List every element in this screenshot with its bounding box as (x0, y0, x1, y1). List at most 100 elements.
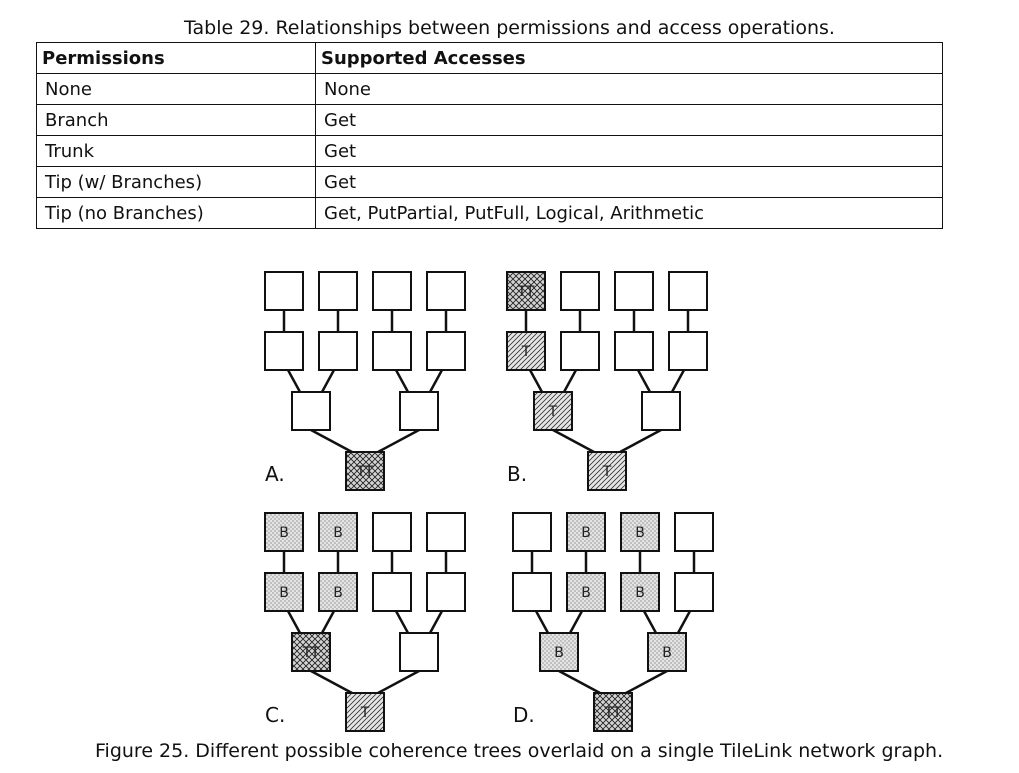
tree-node (264, 331, 304, 371)
tree-edge (320, 610, 336, 634)
node-label: TT (517, 284, 535, 300)
table-header-row: Permissions Supported Accesses (36, 42, 943, 74)
table-row: Tip (no Branches) Get, PutPartial, PutFu… (36, 197, 943, 229)
tree-node (560, 331, 600, 371)
tree-node (426, 331, 466, 371)
tree-node (399, 632, 439, 672)
node-label: B (279, 525, 289, 541)
tree-node: T (533, 391, 573, 431)
cell-accesses: Get (315, 135, 943, 167)
node-label: B (333, 585, 343, 601)
tree-node (614, 331, 654, 371)
coherence-tree: B B B B B B TT D. (512, 512, 714, 732)
tree-node (674, 572, 714, 612)
tree-edge (625, 669, 668, 695)
node-label: B (554, 645, 564, 661)
tree-node: B (566, 572, 606, 612)
tree-node: B (566, 512, 606, 552)
tree-node (372, 331, 412, 371)
table-caption: Table 29. Relationships between permissi… (184, 17, 835, 39)
tree-label: C. (265, 703, 285, 727)
node-label: B (333, 525, 343, 541)
tree-node (426, 572, 466, 612)
tree-label: B. (507, 462, 527, 486)
tree-node (512, 512, 552, 552)
tree-node: TT (506, 271, 546, 311)
tree-edge (642, 610, 658, 634)
tree-node: B (264, 572, 304, 612)
cell-accesses: Get, PutPartial, PutFull, Logical, Arith… (315, 197, 943, 229)
tree-node (641, 391, 681, 431)
tree-node: T (506, 331, 546, 371)
node-label: T (360, 705, 370, 721)
tree-edge (310, 669, 353, 695)
tree-edge (552, 428, 595, 454)
table-row: Trunk Get (36, 135, 943, 167)
tree-edge (428, 610, 444, 634)
tree-edge (558, 669, 601, 695)
tree-edge (320, 369, 336, 393)
tree-edge (568, 610, 584, 634)
header-supported-accesses: Supported Accesses (315, 42, 943, 74)
tree-node: B (620, 512, 660, 552)
tree-node: B (318, 572, 358, 612)
cell-permission: None (36, 73, 316, 105)
tree-node: TT (593, 692, 633, 732)
tree-node: B (318, 512, 358, 552)
tree-edge (286, 610, 302, 634)
tree-edge (619, 428, 662, 454)
tree-node (372, 512, 412, 552)
tree-node (426, 271, 466, 311)
tree-edge (377, 669, 420, 695)
tree-node (426, 512, 466, 552)
tree-edge (286, 369, 302, 393)
tree-edge (670, 369, 686, 393)
tree-node (512, 572, 552, 612)
node-label: TT (302, 645, 320, 661)
tree-edge (394, 369, 410, 393)
tree-label: A. (265, 462, 285, 486)
node-label: B (279, 585, 289, 601)
node-label: T (548, 404, 558, 420)
coherence-tree: TT A. (264, 271, 466, 491)
node-label: B (581, 585, 591, 601)
node-label: T (602, 464, 612, 480)
tree-node (674, 512, 714, 552)
table-row: None None (36, 73, 943, 105)
figure-caption: Figure 25. Different possible coherence … (95, 740, 944, 762)
tree-node: B (620, 572, 660, 612)
tree-node: T (587, 451, 627, 491)
tree-node: B (647, 632, 687, 672)
node-label: B (662, 645, 672, 661)
tree-node: TT (291, 632, 331, 672)
tree-node (614, 271, 654, 311)
tree-node (560, 271, 600, 311)
tree-edge (562, 369, 578, 393)
tree-edge (377, 428, 420, 454)
tree-node (668, 271, 708, 311)
tree-edge (394, 610, 410, 634)
tree-node: T (345, 692, 385, 732)
node-label: B (581, 525, 591, 541)
cell-permission: Tip (no Branches) (36, 197, 316, 229)
node-label: TT (604, 705, 622, 721)
node-label: B (635, 525, 645, 541)
tree-node (264, 271, 304, 311)
tree-node (372, 271, 412, 311)
tree-edge (636, 369, 652, 393)
tree-node: B (539, 632, 579, 672)
tree-node (399, 391, 439, 431)
tree-node (372, 572, 412, 612)
node-label: T (521, 344, 531, 360)
tree-node (318, 271, 358, 311)
header-permissions: Permissions (36, 42, 316, 74)
tree-node (318, 331, 358, 371)
cell-permission: Trunk (36, 135, 316, 167)
tree-node: TT (345, 451, 385, 491)
tree-edge (528, 369, 544, 393)
tree-label: D. (513, 703, 535, 727)
tree-node (668, 331, 708, 371)
